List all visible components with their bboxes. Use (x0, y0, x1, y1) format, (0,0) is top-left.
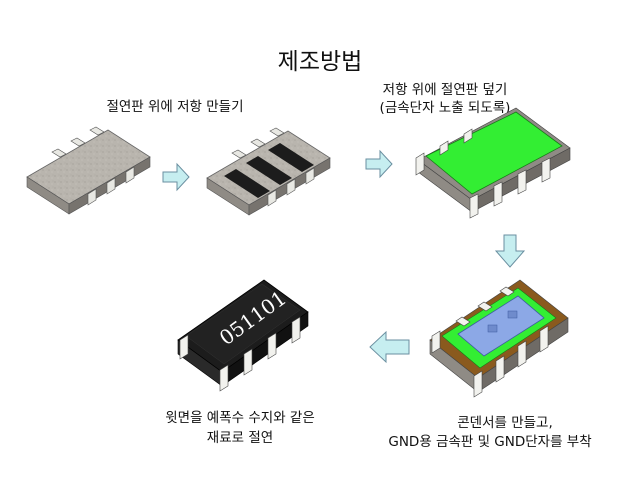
step3-caption-line2: GND용 금속판 및 GND단자를 부착 (388, 434, 592, 450)
terminal-row-top (51, 126, 105, 158)
terminal-row-left (179, 334, 189, 360)
terminal-row-bottom (219, 316, 301, 392)
chip-step1-substrate (26, 126, 151, 215)
resistor-strips (224, 143, 314, 198)
terminal-row-bottom (87, 166, 135, 206)
chip-step5-finished: 051101 (177, 279, 309, 392)
chip-step2-resistors (206, 127, 331, 216)
diagram-title: 제조방법 (277, 49, 363, 75)
step2-caption-line1: 저항 위에 절연판 덮기 (382, 82, 508, 98)
step3-caption-line1: 콘덴서를 만들고, (457, 415, 553, 431)
arrow-down-icon (494, 234, 526, 268)
terminal-row-top (431, 286, 515, 354)
terminal-row-bottom (267, 167, 315, 207)
capacitor-plate (457, 295, 545, 357)
terminal-row-left (415, 128, 473, 176)
step2-caption-line2: (금속단자 노출 되도록) (379, 100, 511, 116)
arrow-right-icon (162, 162, 190, 192)
chip-step3-insulator (415, 107, 571, 219)
terminal-row-top (231, 127, 285, 159)
chip-step4-capacitor (429, 279, 569, 398)
terminal-row-bottom (473, 325, 549, 398)
step4-caption-line1: 윗면을 예폭수 수지와 같은 (165, 410, 315, 426)
step1-caption: 절연판 위에 저항 만들기 (106, 99, 244, 115)
arrow-left-icon (369, 330, 410, 364)
terminal-row-bottom (469, 157, 551, 219)
step4-caption-line2: 재료로 절연 (206, 430, 274, 446)
arrow-right-icon (365, 149, 393, 179)
